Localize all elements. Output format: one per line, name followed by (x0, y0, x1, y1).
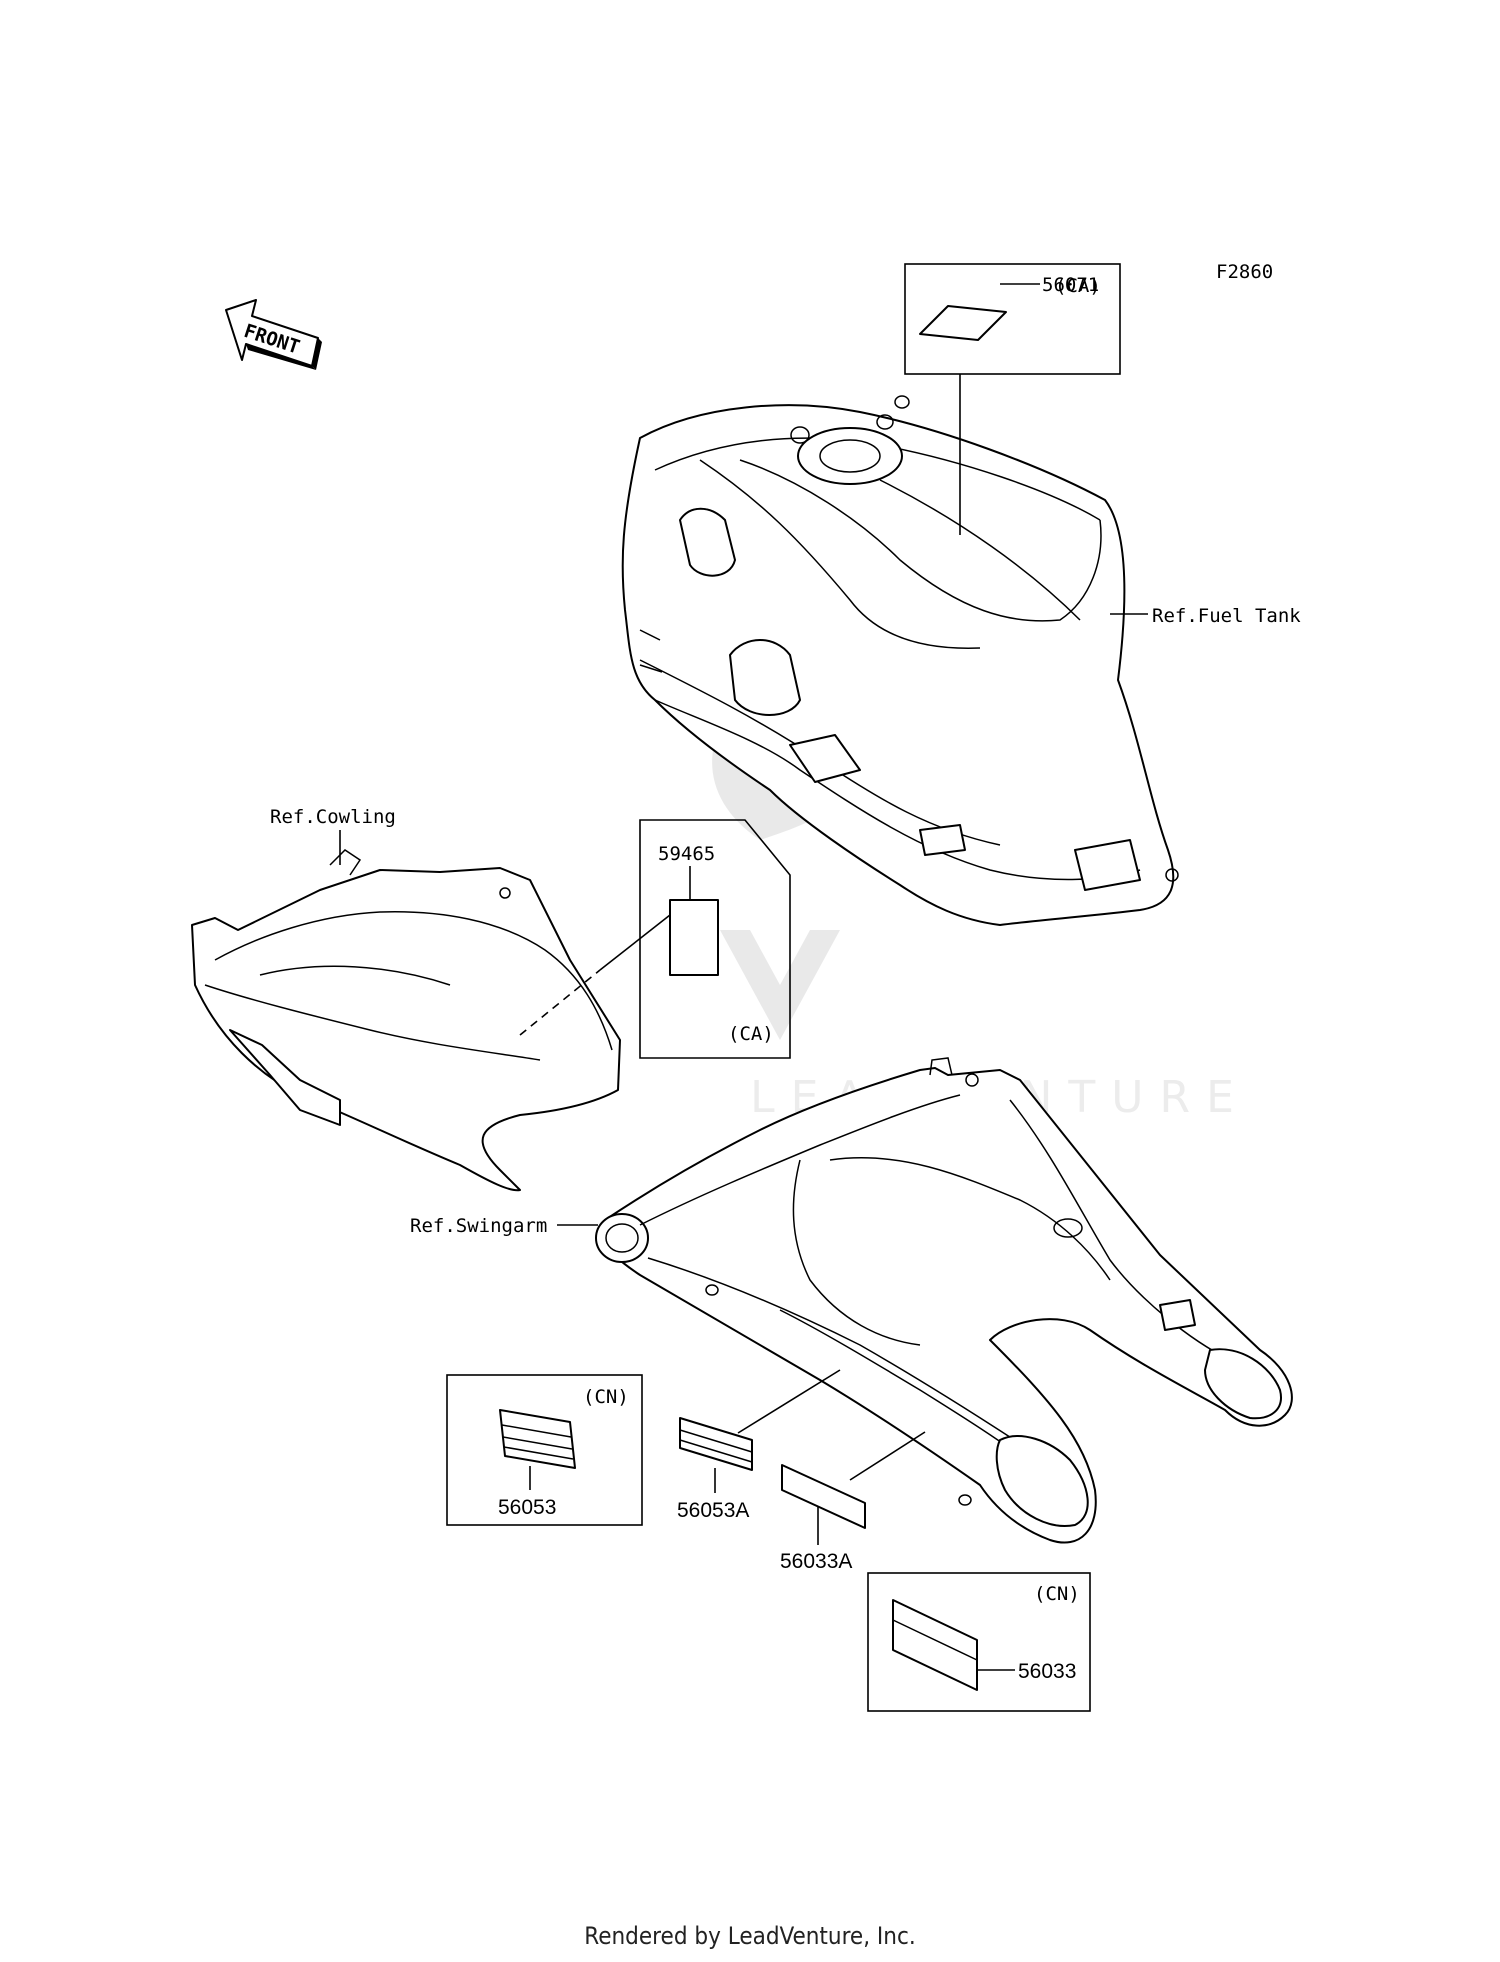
part-56053A-number: 56053A (677, 1499, 749, 1522)
front-arrow-icon: FRONT (225, 299, 322, 370)
swingarm-drawing: Ref.Swingarm (410, 1057, 1293, 1544)
figure-code: F2860 (1216, 261, 1273, 283)
part-56053-callout[interactable]: (CN) 56053 (446, 1374, 643, 1526)
ref-fuel-tank-label: Ref.Fuel Tank (1152, 605, 1301, 627)
part-56033-number: 56033 (1018, 1660, 1076, 1683)
part-56053-number: 56053 (498, 1496, 556, 1519)
part-56071-region: (CA) (1055, 275, 1101, 297)
part-56071-number: 56071 (1042, 274, 1099, 296)
part-56053A-callout[interactable]: 56053A (677, 1369, 841, 1522)
cowling-drawing: Ref.Cowling (191, 806, 671, 1192)
part-56053-region: (CN) (583, 1386, 629, 1408)
part-56071-callout[interactable]: (CA) 56071 (904, 263, 1121, 535)
ref-swingarm-label: Ref.Swingarm (410, 1215, 547, 1237)
part-56033A-callout[interactable]: 56033A (780, 1431, 926, 1573)
fuel-tank-drawing: Ref.Fuel Tank (621, 395, 1301, 926)
part-59465-number: 59465 (658, 843, 715, 865)
part-59465-region: (CA) (728, 1023, 774, 1045)
ref-cowling-label: Ref.Cowling (270, 806, 396, 828)
part-56033-region: (CN) (1034, 1583, 1080, 1605)
part-56033-callout[interactable]: (CN) 56033 (867, 1572, 1091, 1712)
part-56033A-number: 56033A (780, 1550, 852, 1573)
part-59465-callout[interactable]: 59465 (CA) (639, 819, 791, 1059)
footer-credit: Rendered by LeadVenture, Inc. (584, 1922, 916, 1950)
